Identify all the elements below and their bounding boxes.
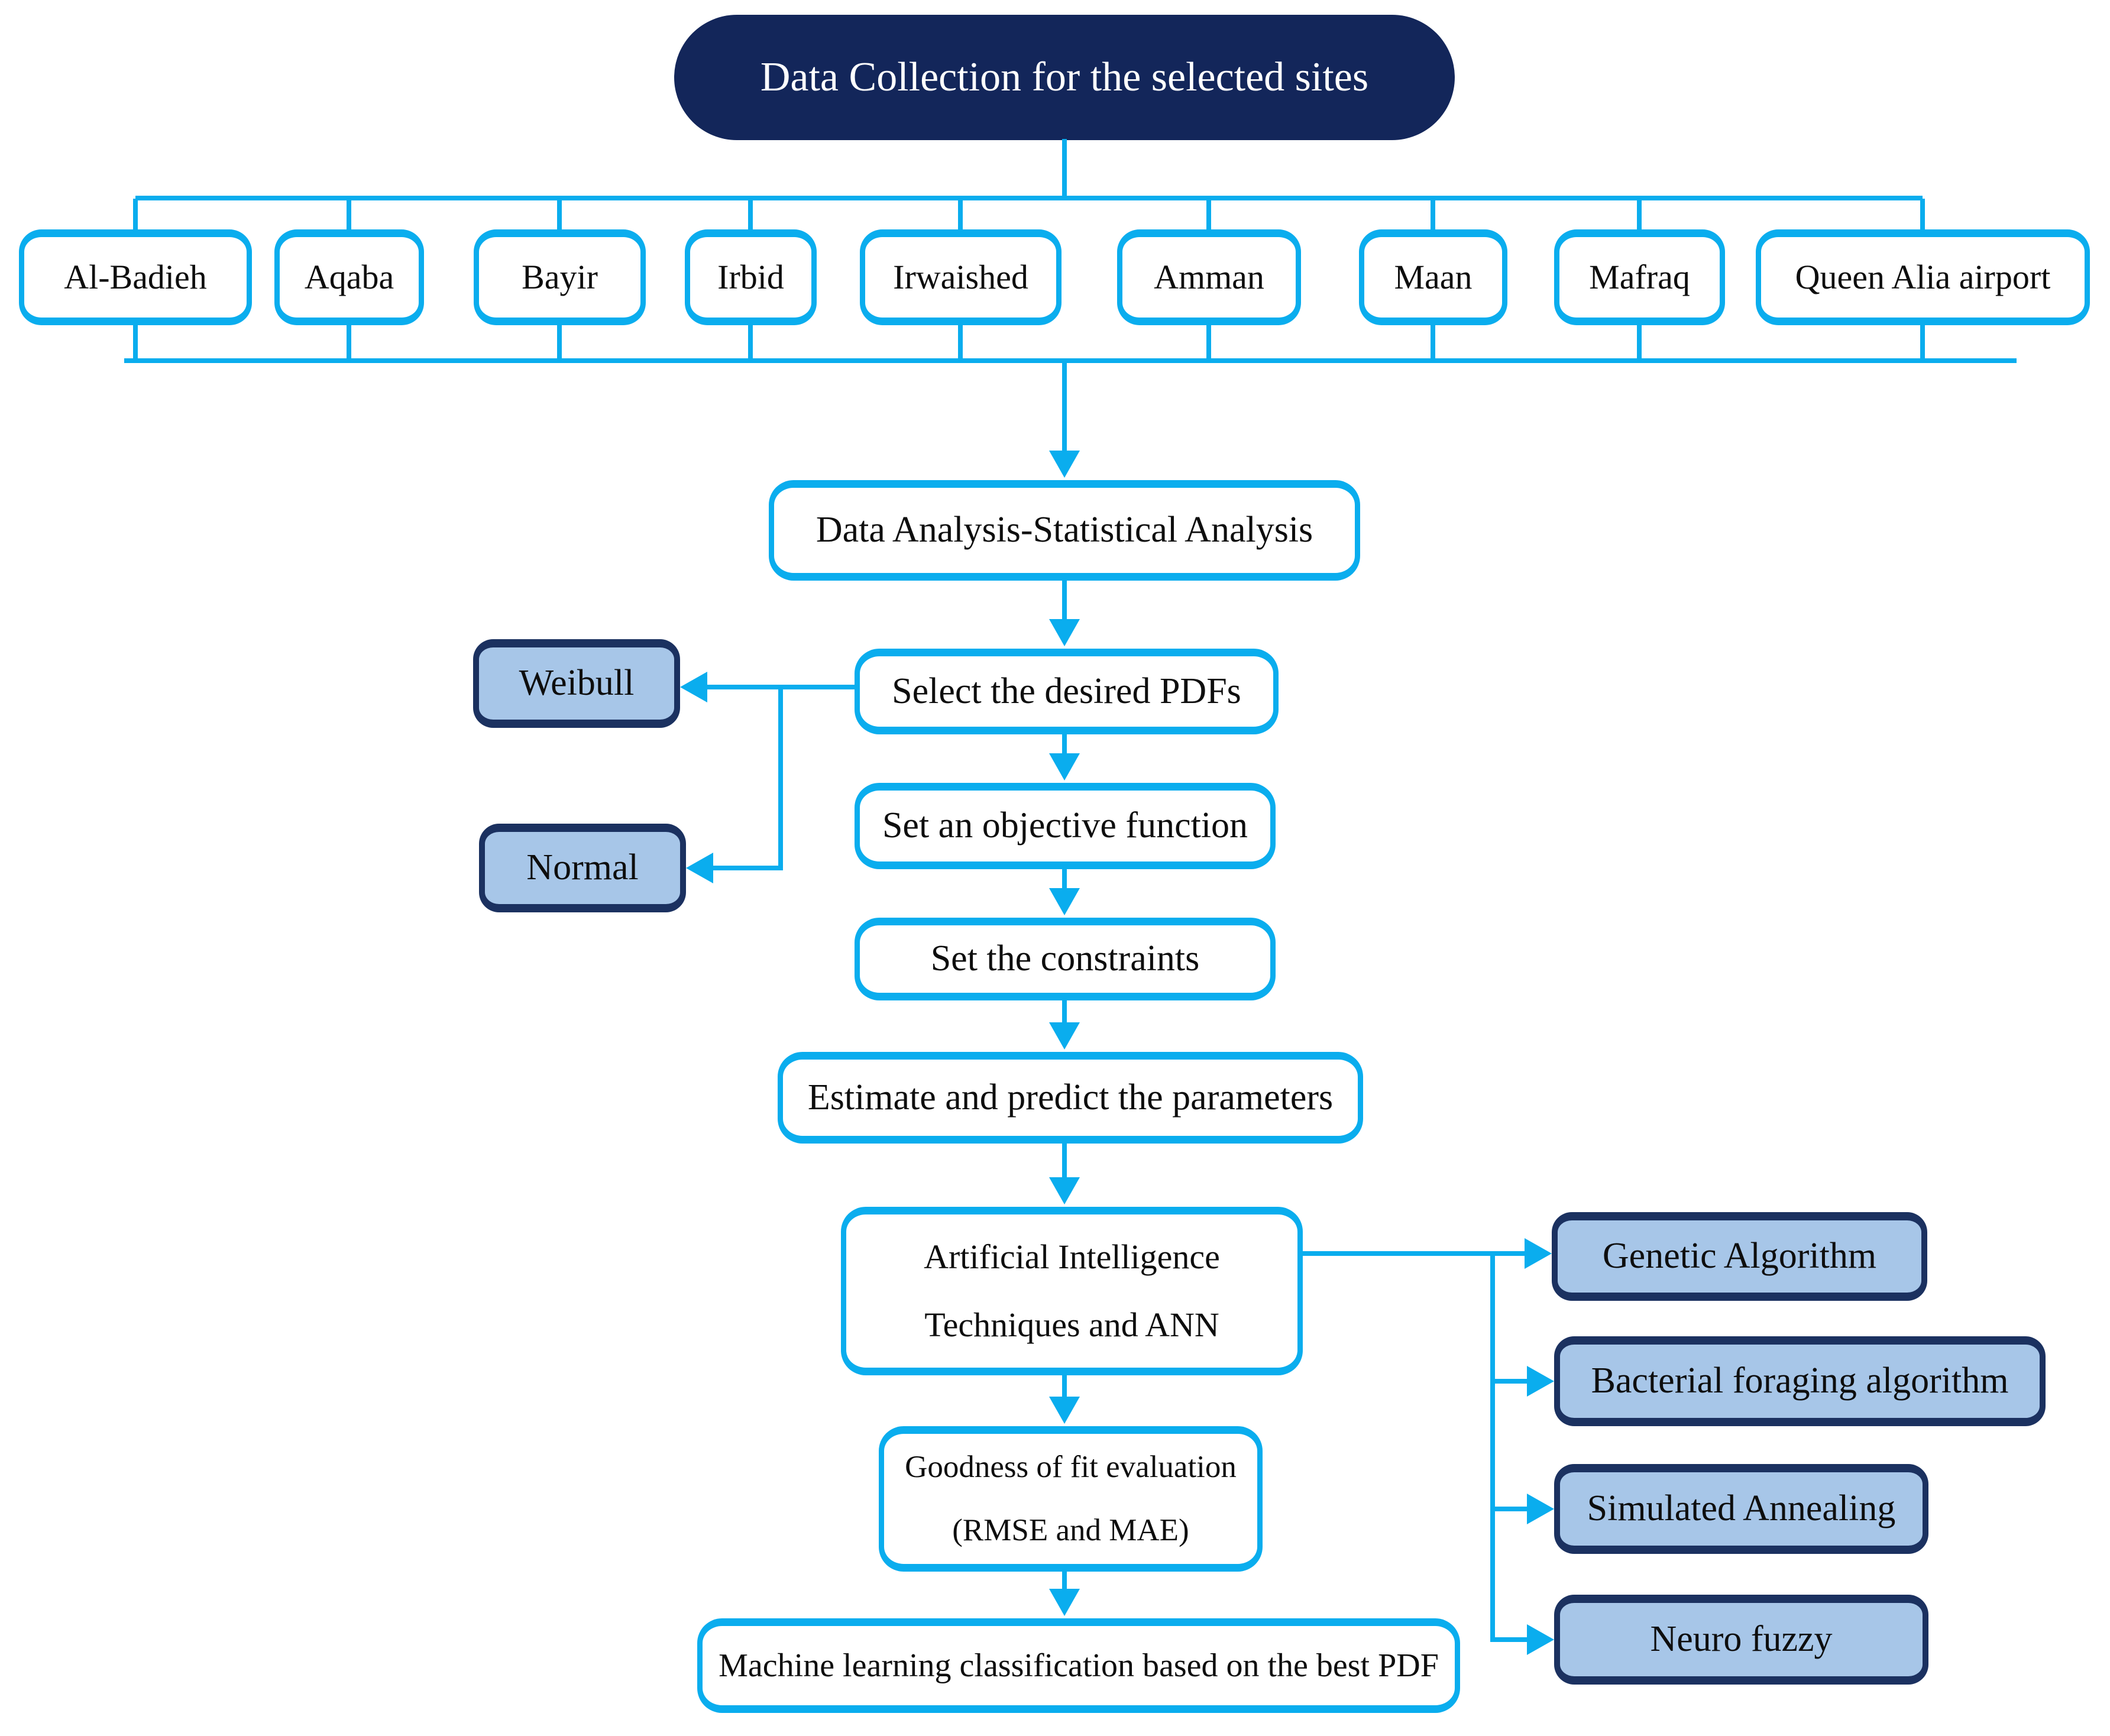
arrowhead-down-icon — [1049, 451, 1080, 478]
connector-ai-right — [1303, 1251, 1526, 1256]
arrowhead-down-icon — [1049, 1589, 1080, 1616]
weibull-box: Weibull — [473, 639, 680, 728]
arrowhead-down-icon — [1049, 619, 1080, 646]
connector-stub — [347, 199, 351, 231]
ai-techniques-line1: Artificial Intelligence — [924, 1237, 1220, 1276]
connector-line — [1062, 1144, 1067, 1177]
ai-techniques-line2: Techniques and ANN — [924, 1305, 1219, 1344]
arrowhead-left-icon — [680, 672, 707, 702]
connector-stub — [347, 324, 351, 361]
connector-stub — [557, 199, 562, 231]
bacterial-foraging-box: Bacterial foraging algorithm — [1554, 1336, 2046, 1426]
arrowhead-right-icon — [1525, 1238, 1552, 1269]
site-box-mafraq: Mafraq — [1554, 229, 1725, 325]
data-collection-node: Data Collection for the selected sites — [674, 15, 1455, 140]
ai-techniques-box: Artificial Intelligence Techniques and A… — [841, 1207, 1303, 1375]
normal-box: Normal — [479, 824, 686, 912]
connector-stub — [748, 324, 753, 361]
arrowhead-down-icon — [1049, 753, 1080, 780]
connector-stub — [958, 199, 963, 231]
site-box-al-badieh: Al-Badieh — [19, 229, 252, 325]
connector-to-normal — [713, 866, 783, 870]
connector-ellipse-drop — [1062, 139, 1067, 198]
connector-left-branch — [778, 685, 783, 870]
connector-stub — [1431, 199, 1435, 231]
connector-stub — [1637, 324, 1642, 361]
arrowhead-down-icon — [1049, 1177, 1080, 1204]
arrowhead-right-icon — [1527, 1624, 1554, 1655]
site-box-aqaba: Aqaba — [274, 229, 424, 325]
objective-function-box: Set an objective function — [855, 783, 1276, 869]
connector-line — [1062, 1572, 1067, 1589]
goodness-of-fit-box: Goodness of fit evaluation (RMSE and MAE… — [879, 1426, 1263, 1572]
goodness-line2: (RMSE and MAE) — [952, 1513, 1189, 1547]
connector-line — [1062, 869, 1067, 888]
site-box-irwaished: Irwaished — [860, 229, 1062, 325]
data-analysis-box: Data Analysis-Statistical Analysis — [769, 480, 1360, 581]
connector-stub — [557, 324, 562, 361]
connector-bottom-bus — [124, 358, 2017, 363]
connector-stub — [1431, 324, 1435, 361]
connector-stub — [1920, 199, 1925, 231]
site-box-maan: Maan — [1359, 229, 1507, 325]
connector-line — [1062, 581, 1067, 619]
connector-stub — [1490, 1507, 1527, 1511]
connector-stub — [958, 324, 963, 361]
connector-stub — [133, 199, 138, 231]
site-box-amman: Amman — [1117, 229, 1301, 325]
connector-stub — [1206, 324, 1211, 361]
connector-stub — [1637, 199, 1642, 231]
arrowhead-right-icon — [1527, 1494, 1554, 1524]
connector-stub — [1206, 199, 1211, 231]
arrowhead-down-icon — [1049, 888, 1080, 915]
connector-line — [1062, 1000, 1067, 1022]
connector-stub — [1920, 324, 1925, 361]
connector-line — [1062, 734, 1067, 753]
connector-stub — [1490, 1637, 1527, 1642]
connector-stub — [133, 324, 138, 361]
arrowhead-right-icon — [1527, 1366, 1554, 1397]
connector-line — [1062, 1375, 1067, 1397]
select-pdfs-box: Select the desired PDFs — [855, 649, 1279, 734]
genetic-algorithm-box: Genetic Algorithm — [1552, 1212, 1927, 1301]
estimate-parameters-box: Estimate and predict the parameters — [778, 1052, 1363, 1144]
connector-central-drop — [1062, 361, 1067, 451]
arrowhead-down-icon — [1049, 1022, 1080, 1050]
simulated-annealing-box: Simulated Annealing — [1554, 1464, 1928, 1554]
neuro-fuzzy-box: Neuro fuzzy — [1554, 1595, 1928, 1685]
site-box-bayir: Bayir — [474, 229, 646, 325]
connector-top-bus — [135, 196, 1923, 200]
site-box-queen-alia-airport: Queen Alia airport — [1756, 229, 2090, 325]
ml-classification-box: Machine learning classification based on… — [697, 1618, 1460, 1713]
site-box-irbid: Irbid — [685, 229, 817, 325]
connector-right-branch — [1490, 1251, 1495, 1642]
connector-stub — [748, 199, 753, 231]
constraints-box: Set the constraints — [855, 918, 1276, 1000]
arrowhead-down-icon — [1049, 1397, 1080, 1424]
goodness-line1: Goodness of fit evaluation — [905, 1450, 1237, 1485]
arrowhead-left-icon — [686, 853, 713, 883]
connector-stub — [1490, 1379, 1527, 1384]
